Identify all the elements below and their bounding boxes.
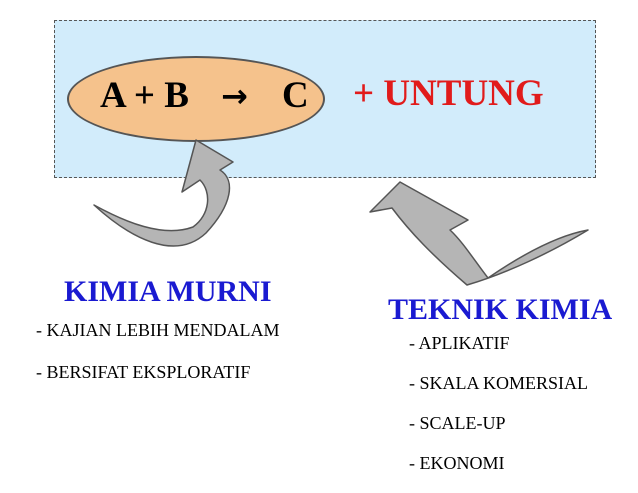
equation-reactants: A + B <box>100 75 189 116</box>
list-item: - APLIKATIF <box>409 333 510 353</box>
list-item: - BERSIFAT EKSPLORATIF <box>36 362 251 382</box>
curved-arrow-left-icon <box>93 139 234 247</box>
list-item: - KAJIAN LEBIH MENDALAM <box>36 320 280 340</box>
profit-label: + UNTUNG <box>353 73 544 114</box>
teknik-kimia-list: - APLIKATIF - SKALA KOMERSIAL - SCALE-UP… <box>409 333 588 493</box>
reaction-arrow-icon: → <box>221 77 248 115</box>
reaction-ellipse <box>67 56 325 142</box>
curved-arrow-right-icon <box>369 181 589 286</box>
equation-product: C <box>282 75 309 116</box>
heading-kimia-murni: KIMIA MURNI <box>64 275 272 308</box>
heading-teknik-kimia: TEKNIK KIMIA <box>388 293 613 326</box>
kimia-murni-list: - KAJIAN LEBIH MENDALAM - BERSIFAT EKSPL… <box>36 320 279 404</box>
list-item: - EKONOMI <box>409 453 505 473</box>
list-item: - SCALE-UP <box>409 413 506 433</box>
list-item: - SKALA KOMERSIAL <box>409 373 589 393</box>
connector-arrows <box>93 139 589 286</box>
